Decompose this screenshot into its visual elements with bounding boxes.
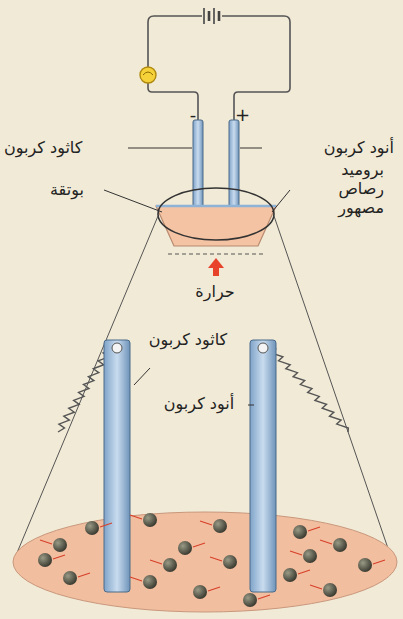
zoom-lines <box>14 216 392 560</box>
ion-motion <box>208 587 220 591</box>
ion <box>283 568 297 582</box>
ion <box>143 575 157 589</box>
ion-motion <box>40 540 52 544</box>
ion <box>303 549 317 563</box>
part-label: + <box>236 104 250 126</box>
ion-motion <box>130 577 142 581</box>
ion <box>193 585 207 599</box>
ion-motion <box>100 523 112 527</box>
leader-lines <box>104 148 290 405</box>
ion-motion <box>78 573 90 577</box>
part-label: بوتقة <box>50 180 104 199</box>
cathode-rod-large <box>104 340 130 592</box>
ion <box>213 519 227 533</box>
ion-motion <box>290 551 302 555</box>
ion <box>143 513 157 527</box>
ion-motion <box>258 595 270 599</box>
ion-motion <box>298 570 310 574</box>
zoom-ring <box>158 188 274 240</box>
spring-wire <box>264 345 348 432</box>
ion <box>53 538 67 552</box>
battery-symbol <box>204 8 219 24</box>
ion <box>63 571 77 585</box>
melt-surface <box>156 205 276 208</box>
ion <box>243 593 257 607</box>
ion <box>163 558 177 572</box>
ion <box>38 553 52 567</box>
part-label: كاثود كربون <box>148 330 228 349</box>
ion <box>358 558 372 572</box>
ion-motion <box>308 527 320 531</box>
ion-particles <box>38 513 385 607</box>
ion-motion <box>200 521 212 525</box>
part-label: - <box>186 104 200 126</box>
part-label: حرارة <box>180 282 250 301</box>
anode-rod-large <box>250 340 276 592</box>
ion <box>178 541 192 555</box>
ion-motion <box>130 515 142 519</box>
molten-lead-bromide <box>13 512 397 612</box>
part-label: أنود كربون <box>264 138 394 157</box>
ion-motion <box>210 557 222 561</box>
ion <box>293 525 307 539</box>
bulb-symbol <box>140 67 156 83</box>
burner-line <box>168 254 266 255</box>
ion <box>323 583 337 597</box>
circuit-wire <box>148 16 290 120</box>
part-label: أنود كربون <box>152 394 246 413</box>
ion-motion <box>373 560 385 564</box>
ion <box>223 555 237 569</box>
ion-motion <box>193 543 205 547</box>
heat-arrow <box>208 258 224 276</box>
ion-motion <box>150 560 162 564</box>
ion-motion <box>310 585 322 589</box>
ion-motion <box>320 540 332 544</box>
part-label: كاثود كربون <box>4 138 126 157</box>
ion <box>333 538 347 552</box>
ion <box>85 521 99 535</box>
ion-motion <box>53 555 65 559</box>
part-label: بروميد رصاص مصهور <box>292 160 384 218</box>
